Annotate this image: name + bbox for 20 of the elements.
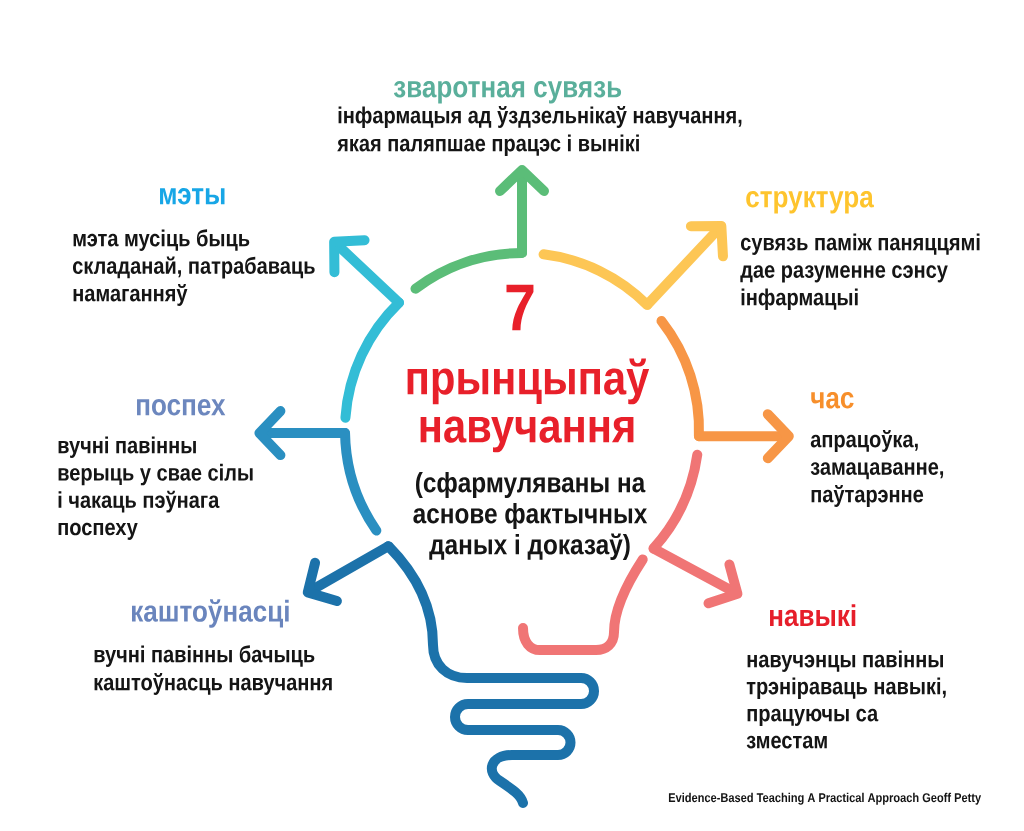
arrow [648, 543, 743, 609]
body-text: сувязь паміж паняццямі дае разуменне сэнсу інфармацыі [740, 233, 980, 310]
body-text: вучні павінны бачыць каштоўнасць навучання [94, 645, 332, 695]
heading: прынцыпаў навучання [407, 358, 650, 453]
heading: каштоўнасці [132, 599, 289, 628]
heading: зваротная сувязь [393, 81, 622, 104]
body-text: вучні павінны верыць у свае сілы і чакаць пэўнага поспеху [58, 436, 253, 540]
heading: мэты [160, 188, 225, 205]
body-text: апрацоўка, замацаванне, паўтарэнне [810, 430, 944, 507]
subtitle: (сфармуляваны на аснове фактычных даных і доказаў) [413, 471, 648, 560]
body-text: навучэнцы павінны трэніраваць навыкі, працуючы са зместам [746, 650, 946, 749]
heading: структура [746, 191, 874, 214]
big-number: 7 [506, 284, 534, 331]
body-text: мэта мусіць быць складанай, патрабаваць намаганняў [73, 229, 315, 306]
heading: поспех [137, 399, 226, 416]
citation: Evidence-Based Teaching A Practical Approach Geoff Petty [668, 792, 982, 805]
arrow [642, 220, 728, 310]
heading: час [811, 392, 854, 409]
body-text: інфармацыя ад ўздзельнікаў навучання, якая паляпшае працэс і вынікі [337, 106, 742, 156]
heading: навыкі [770, 604, 856, 627]
